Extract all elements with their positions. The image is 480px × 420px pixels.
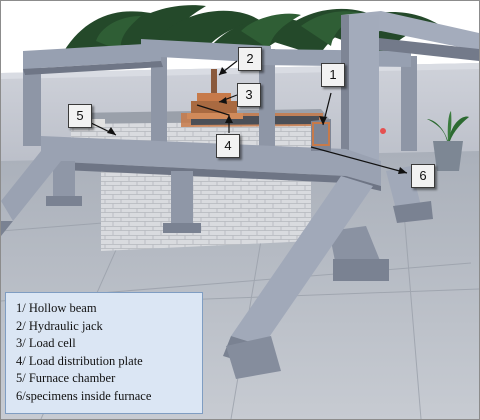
leader-line-6 <box>310 146 408 174</box>
front-column <box>329 15 389 281</box>
callout-3: 3 <box>237 83 261 107</box>
callout-2: 2 <box>238 47 262 71</box>
callout-6: 6 <box>411 164 435 188</box>
legend-item-load-distribution-plate: 4/ Load distribution plate <box>16 353 143 368</box>
marker-dot <box>380 128 386 134</box>
legend-item-specimens-inside-furnace: 6/specimens inside furnace <box>16 388 152 403</box>
furnace-top-item <box>91 119 105 127</box>
callout-5: 5 <box>68 104 92 128</box>
support-columns <box>46 161 201 233</box>
legend-box: 1/ Hollow beam 2/ Hydraulic jack 3/ Load… <box>5 292 203 414</box>
callout-1: 1 <box>321 63 345 87</box>
callout-4: 4 <box>216 134 240 158</box>
hollow-beam <box>41 119 381 191</box>
legend-item-furnace-chamber: 5/ Furnace chamber <box>16 371 116 386</box>
legend-item-hollow-beam: 1/ Hollow beam <box>16 301 97 315</box>
rear-frame <box>23 46 417 156</box>
potted-plant <box>427 111 469 171</box>
legend-item-hydraulic-jack: 2/ Hydraulic jack <box>16 318 103 333</box>
legend-item-load-cell: 3/ Load cell <box>16 336 76 351</box>
leader-arrowheads <box>107 67 407 174</box>
loading-assembly <box>187 69 243 119</box>
diagonal-braces <box>1 151 433 379</box>
